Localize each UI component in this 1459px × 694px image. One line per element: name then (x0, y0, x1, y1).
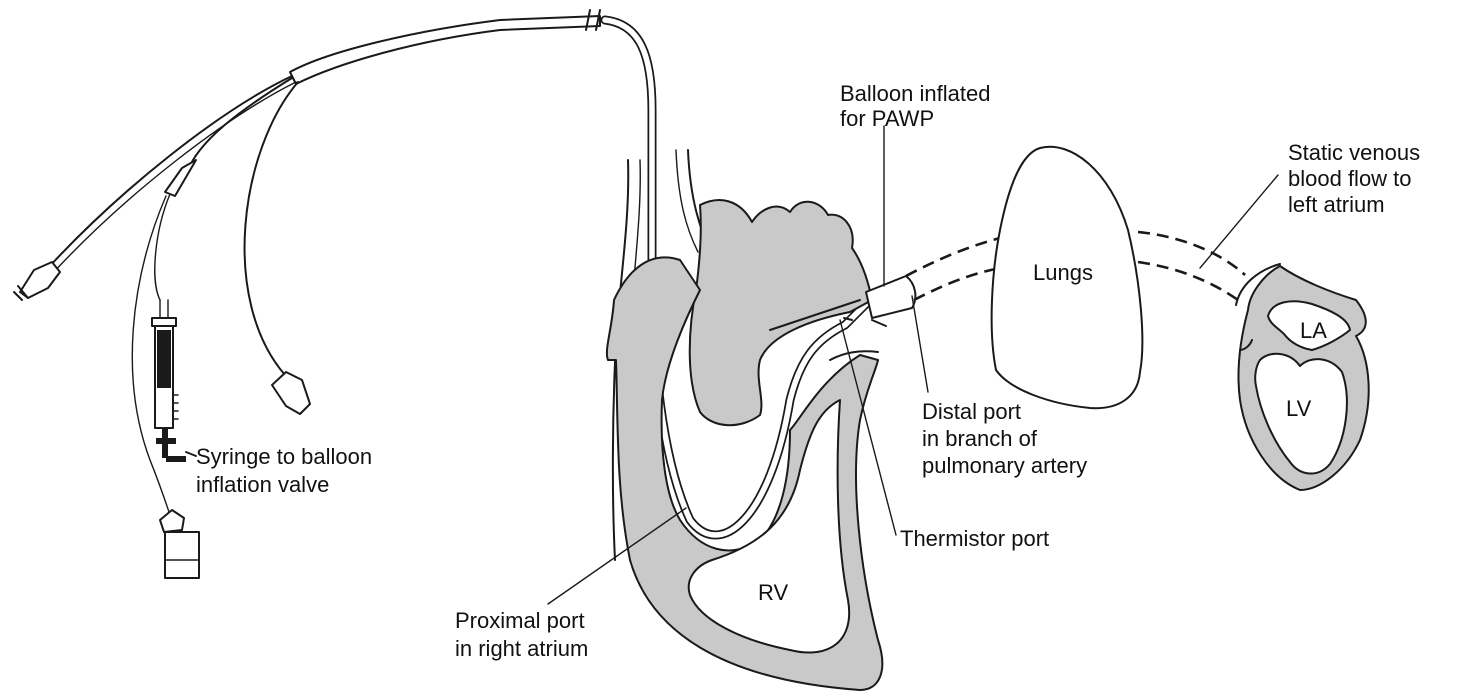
label-syringe-line2: inflation valve (196, 472, 329, 497)
balloon-inflated (866, 276, 915, 318)
label-distal-line3: pulmonary artery (922, 453, 1087, 478)
hub-connector-left (20, 262, 60, 298)
catheter-branch-mid (245, 82, 298, 375)
label-thermistor: Thermistor port (900, 526, 1049, 551)
hub-connector-bottom (160, 510, 184, 532)
catheter-branch-syringe-line (155, 194, 170, 300)
syringe (152, 300, 186, 462)
pulmonary-vein-dashed-upper (1138, 232, 1245, 275)
hub-connector-mid (272, 372, 310, 414)
label-static-line1: Static venous (1288, 140, 1420, 165)
rv-chamber (689, 400, 849, 653)
catheter-main-body (290, 16, 600, 84)
pulmonary-vein-dashed-lower (1138, 262, 1238, 300)
label-distal-line1: Distal port (922, 399, 1021, 424)
pulmonary-artery-dashed-lower (914, 268, 1000, 300)
label-balloon-line1: Balloon inflated (840, 81, 990, 106)
left-heart (1236, 264, 1369, 490)
label-proximal-line2: in right atrium (455, 636, 588, 661)
label-syringe-line1: Syringe to balloon (196, 444, 372, 469)
leader-static (1200, 175, 1278, 268)
syringe-pointer (186, 452, 196, 456)
hub-connector-bottom-body (165, 532, 199, 578)
label-distal-line2: in branch of (922, 426, 1038, 451)
label-static-line2: blood flow to (1288, 166, 1412, 191)
label-lungs: Lungs (1033, 260, 1093, 285)
label-rv: RV (758, 580, 788, 605)
label-static-line3: left atrium (1288, 192, 1385, 217)
label-lv: LV (1286, 396, 1312, 421)
leader-distal (912, 296, 928, 392)
label-balloon-line2: for PAWP (840, 106, 934, 131)
label-proximal-line1: Proximal port (455, 608, 585, 633)
label-la: LA (1300, 318, 1327, 343)
